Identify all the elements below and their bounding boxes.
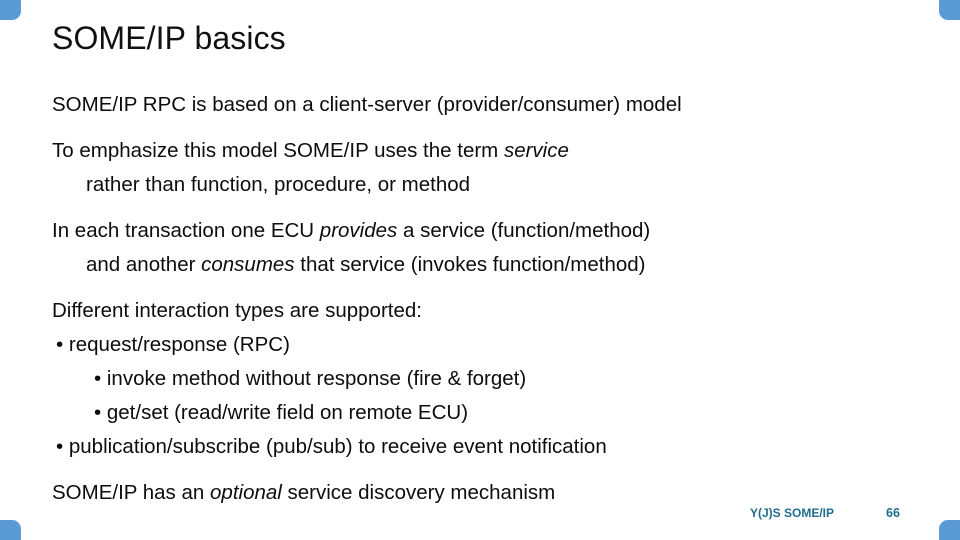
- corner-decoration-bottom-right: [939, 520, 960, 540]
- slide-title: SOME/IP basics: [52, 20, 286, 56]
- emphasis-consumes: consumes: [201, 253, 295, 276]
- bullet-request-response: • request/response (RPC): [56, 333, 290, 356]
- slide-body: SOME/IP RPC is based on a client-server …: [52, 88, 922, 510]
- text-run: service discovery mechanism: [281, 481, 556, 504]
- text-line: and another consumes that service (invok…: [52, 248, 922, 282]
- bullet-get-set: • get/set (read/write field on remote EC…: [94, 401, 469, 424]
- text-run: a service (function/method): [397, 219, 651, 242]
- footer-label: Y(J)S SOME/IP: [750, 506, 835, 520]
- corner-decoration-top-left: [0, 0, 21, 20]
- paragraph-service-discovery: SOME/IP has an optional service discover…: [52, 476, 922, 510]
- paragraph-transaction: In each transaction one ECU provides a s…: [52, 214, 922, 282]
- text-line: To emphasize this model SOME/IP uses the…: [52, 134, 922, 168]
- emphasis-provides: provides: [319, 219, 398, 242]
- corner-decoration-top-right: [939, 0, 960, 20]
- text-run: In each transaction one ECU: [52, 219, 320, 242]
- text-run: and another: [86, 253, 202, 276]
- text-line: SOME/IP has an optional service discover…: [52, 476, 922, 510]
- emphasis-optional: optional: [210, 481, 282, 504]
- paragraph-service-term: To emphasize this model SOME/IP uses the…: [52, 134, 922, 202]
- text-run: To emphasize this model SOME/IP uses the…: [52, 139, 504, 162]
- text-line: SOME/IP RPC is based on a client-server …: [52, 93, 682, 116]
- interaction-types-intro: Different interaction types are supporte…: [52, 299, 422, 322]
- slide-page-number: 66: [886, 506, 900, 520]
- text-line: rather than function, procedure, or meth…: [86, 173, 471, 196]
- bullet-pub-sub: • publication/subscribe (pub/sub) to rec…: [56, 435, 607, 458]
- corner-decoration-bottom-left: [0, 520, 21, 540]
- text-line: In each transaction one ECU provides a s…: [52, 214, 922, 248]
- text-run: SOME/IP has an: [52, 481, 211, 504]
- emphasis-service: service: [503, 139, 569, 162]
- paragraph-rpc-model: SOME/IP RPC is based on a client-server …: [52, 88, 922, 122]
- text-run: that service (invokes function/method): [294, 253, 646, 276]
- bullet-fire-and-forget: • invoke method without response (fire &…: [94, 367, 527, 390]
- paragraph-interaction-types: Different interaction types are supporte…: [52, 294, 922, 464]
